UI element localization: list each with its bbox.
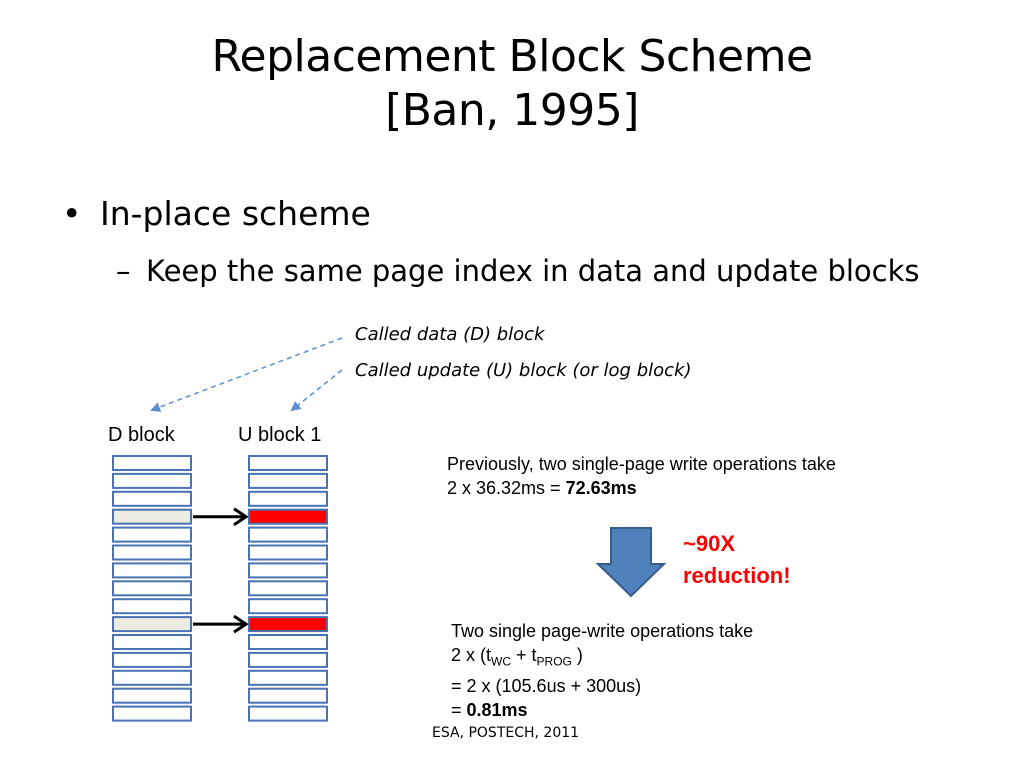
u-block-page <box>248 634 328 650</box>
u-block-page <box>248 472 328 489</box>
now-line-2: 2 x (tWC + tPROG ) <box>451 643 753 674</box>
now-result: 0.81ms <box>466 699 528 720</box>
u-block-page <box>248 490 328 507</box>
now-line-4: = 0.81ms <box>451 698 753 722</box>
d-block-page <box>112 455 192 471</box>
u-block-page <box>248 580 328 597</box>
bullet-icon: • <box>62 194 82 233</box>
d-block-label: D block <box>108 424 175 446</box>
previously-line-1: Previously, two single-page write operat… <box>447 454 836 474</box>
u-block-page <box>248 455 328 471</box>
d-block-page <box>112 562 192 579</box>
title-line-1: Replacement Block Scheme <box>211 31 813 82</box>
title-line-2: [Ban, 1995] <box>385 85 639 136</box>
d-block-written-page <box>112 508 192 525</box>
d-block-page <box>112 705 192 722</box>
reduction-callout: ~90X reduction! <box>683 528 791 592</box>
now-formula-close: ) <box>571 645 583 665</box>
right-arrow-icon <box>193 614 249 634</box>
u-block-page <box>248 598 328 615</box>
previously-formula: 2 x 36.32ms = <box>447 478 566 498</box>
u-block-page <box>248 669 328 686</box>
d-block-page <box>112 490 192 507</box>
dashed-arrow-to-u-block <box>290 369 343 412</box>
now-line-3: = 2 x (105.6us + 300us) <box>451 675 642 696</box>
sub-wc: WC <box>491 654 512 669</box>
previously-result: 72.63ms <box>565 478 637 498</box>
previously-line-2: 2 x 36.32ms = 72.63ms <box>447 476 836 500</box>
transfer-arrows <box>193 507 249 634</box>
callout-update-block: Called update (U) block (or log block) <box>355 360 692 381</box>
now-formula-plus: + t <box>511 645 537 665</box>
d-block-page <box>112 687 192 704</box>
sub-bullet-keep-same-index: – Keep the same page index in data and u… <box>116 252 976 290</box>
now-line-1: Two single page-write operations take <box>451 621 754 641</box>
u-block-1 <box>248 455 328 722</box>
sub-bullet-text: Keep the same page index in data and upd… <box>146 254 920 288</box>
d-block-written-page <box>112 616 192 633</box>
u-block-page <box>248 651 328 668</box>
d-block-page <box>112 544 192 561</box>
d-block-page <box>112 651 192 668</box>
right-arrow-icon <box>193 507 249 526</box>
slide-title: Replacement Block Scheme [Ban, 1995] <box>0 30 1024 138</box>
bullet-1-text: In-place scheme <box>100 194 371 233</box>
previously-text: Previously, two single-page write operat… <box>447 452 836 500</box>
u-block-label: U block 1 <box>238 424 322 446</box>
u-block-page <box>248 526 328 543</box>
d-block-page <box>112 580 192 597</box>
bullet-in-place-scheme: • In-place scheme <box>62 192 371 236</box>
d-block <box>112 455 192 722</box>
u-block-written-page <box>248 508 328 525</box>
u-block-page <box>248 705 328 722</box>
d-block-page <box>112 472 192 489</box>
d-block-page <box>112 669 192 686</box>
sub-prog: PROG <box>536 654 572 669</box>
u-block-written-page <box>248 616 328 633</box>
u-block-page <box>248 687 328 704</box>
d-block-page <box>112 526 192 543</box>
u-block-page <box>248 544 328 561</box>
dash-marker: – <box>116 254 131 288</box>
now-text: Two single page-write operations take 2 … <box>451 619 753 722</box>
now-formula-start: 2 x (t <box>451 645 492 665</box>
dashed-arrow-to-d-block <box>150 337 343 412</box>
footer-credit: ESA, POSTECH, 2011 <box>432 725 580 741</box>
down-arrow-icon <box>595 527 667 598</box>
u-block-page <box>248 562 328 579</box>
reduction-line-2: reduction! <box>683 563 791 588</box>
now-formula-eq: = <box>451 699 467 720</box>
d-block-page <box>112 598 192 615</box>
d-block-page <box>112 634 192 650</box>
reduction-line-1: ~90X <box>683 531 735 556</box>
callout-data-block: Called data (D) block <box>355 324 545 345</box>
